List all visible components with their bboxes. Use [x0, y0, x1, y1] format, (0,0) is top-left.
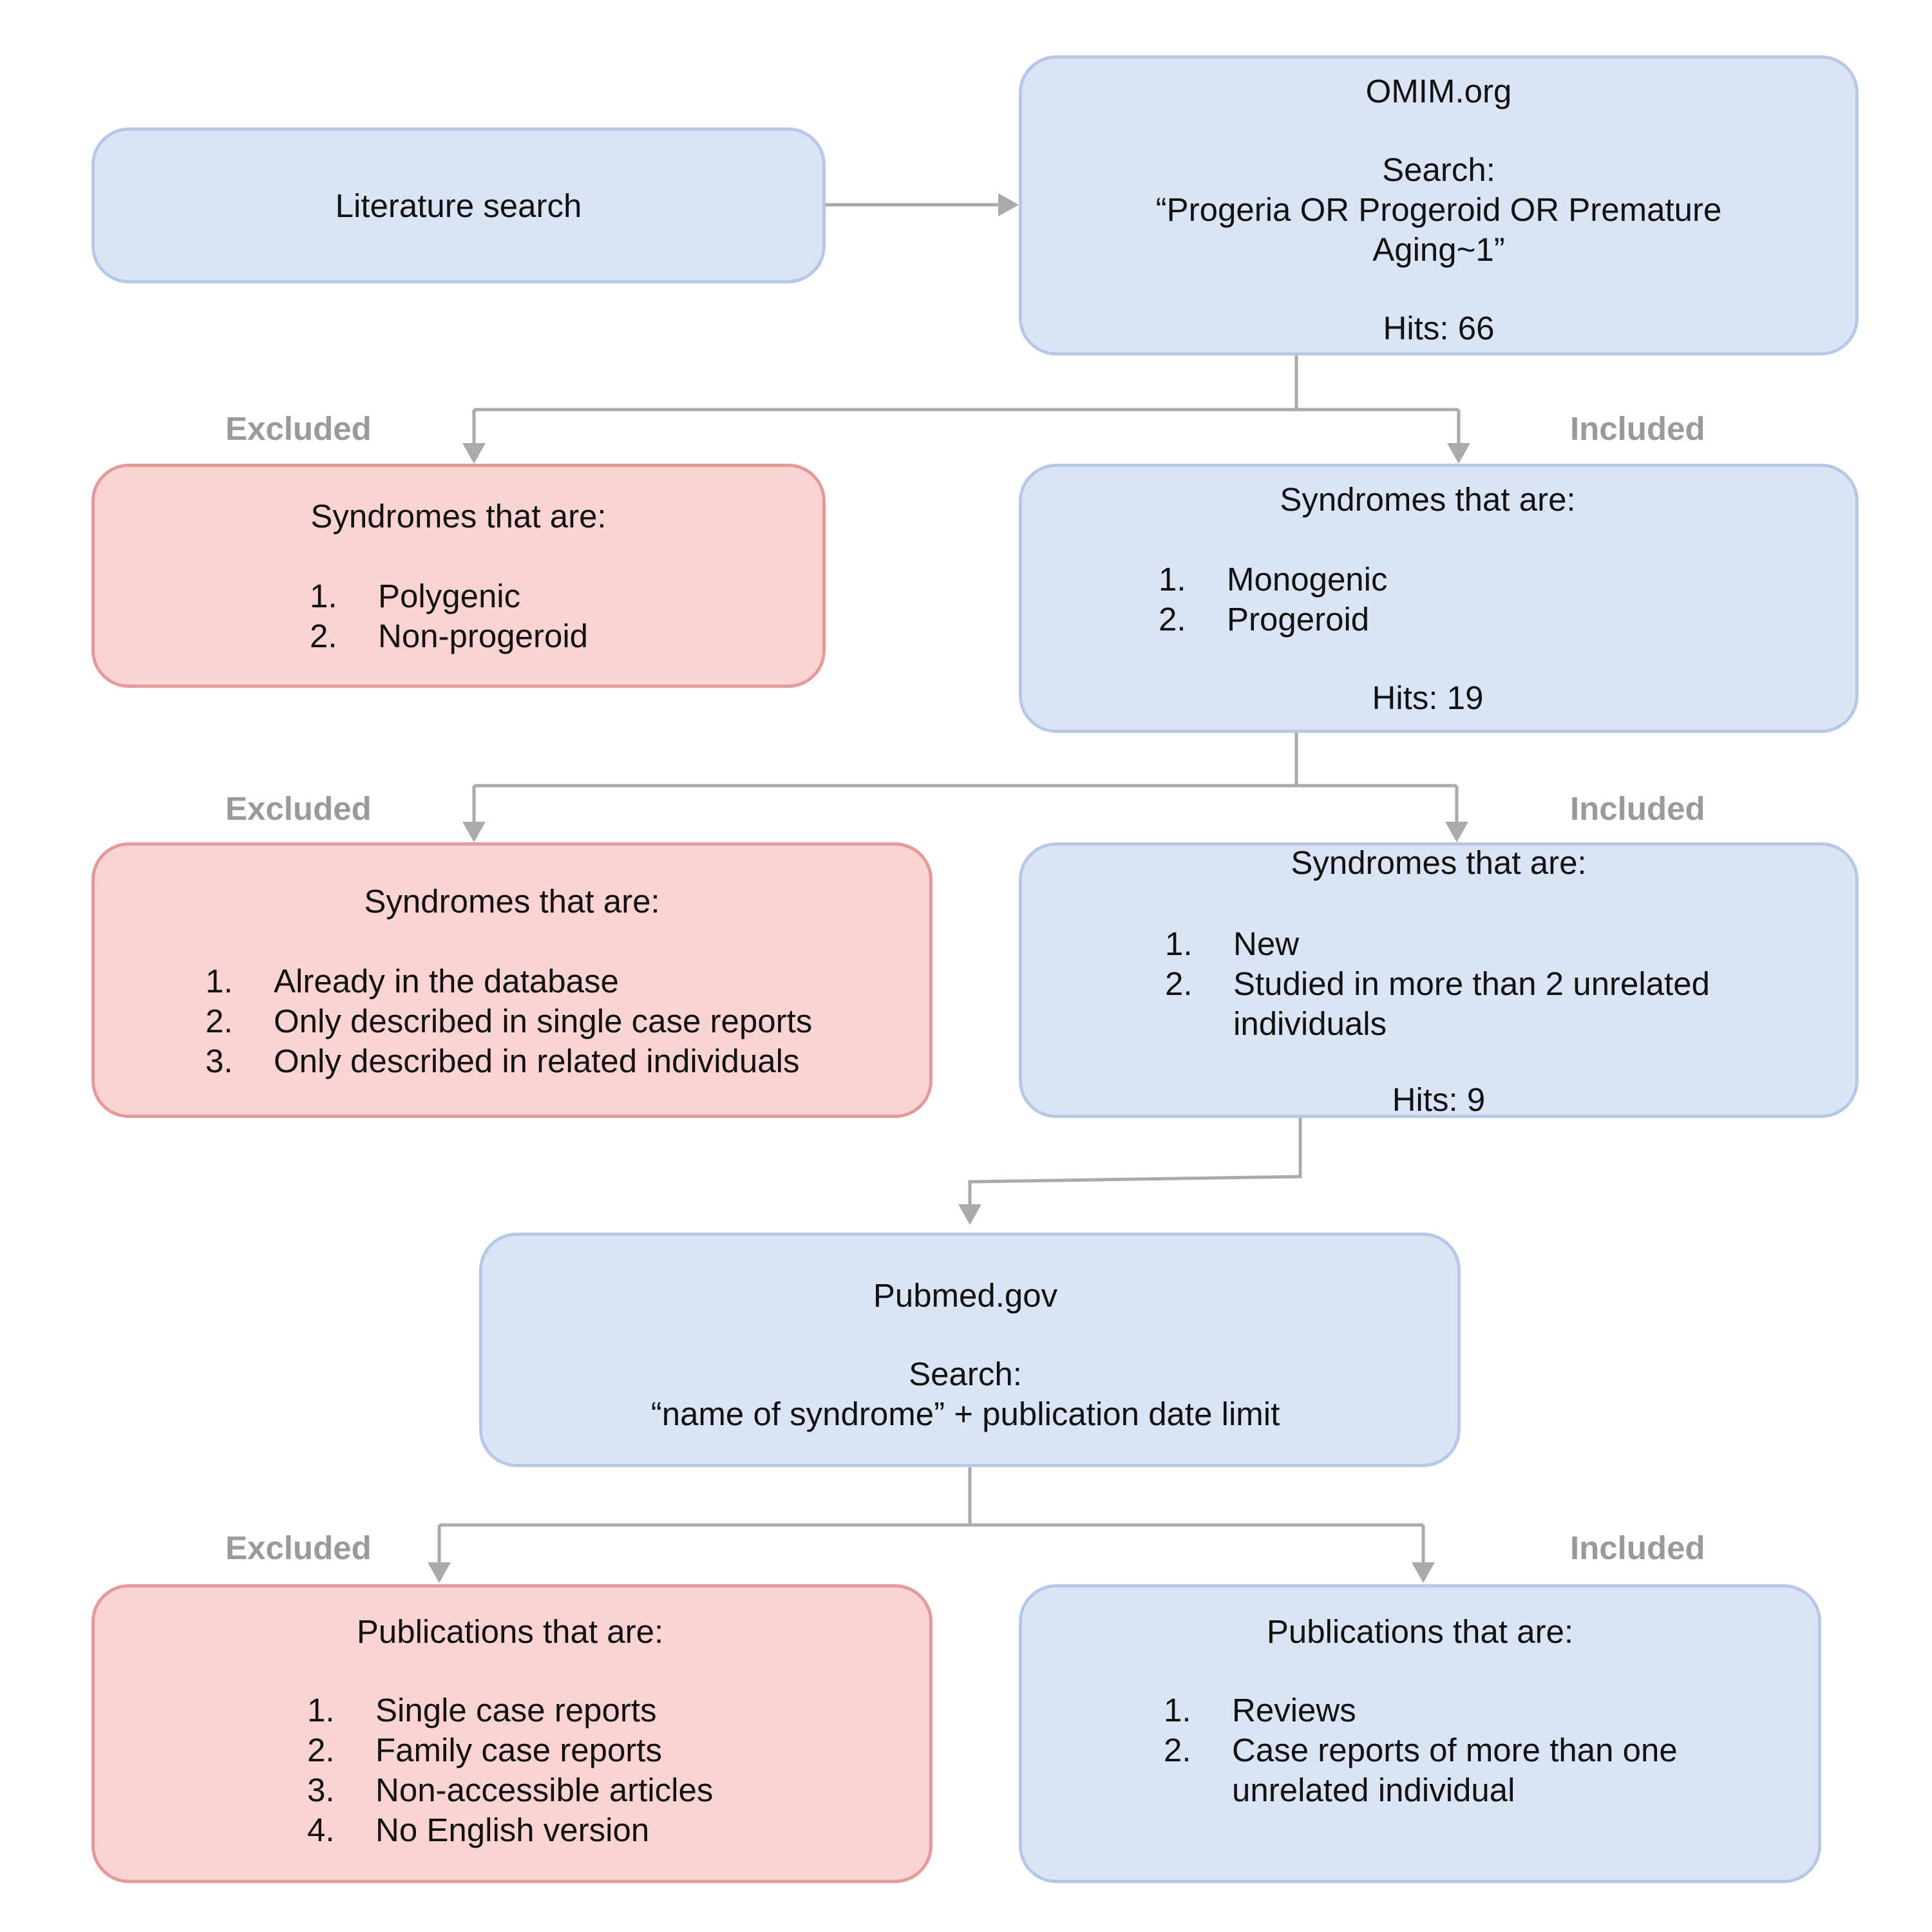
list-item: 2. Studied in more than 2 unrelated indi…: [1165, 964, 1848, 1044]
list-item: 2. Only described in single case reports: [205, 1001, 914, 1041]
list-item: 1. New: [1165, 924, 1848, 964]
list-item: 3. Only described in related individuals: [205, 1041, 914, 1081]
list-number: 1.: [1159, 561, 1186, 598]
arrowhead-excluded1: [462, 443, 486, 464]
list-item: 2. Non-progeroid: [310, 616, 761, 656]
list-number: 2.: [1164, 1732, 1191, 1768]
list-number: 2.: [205, 1003, 233, 1039]
list-number: 4.: [307, 1812, 335, 1848]
excluded-label-2: Excluded: [225, 790, 372, 827]
excluded-heading-1: Syndromes that are:: [310, 498, 607, 535]
excluded-heading-3: Publications that are:: [356, 1613, 664, 1650]
arrowhead-included3: [1412, 1562, 1435, 1583]
included-heading-3: Publications that are:: [1266, 1613, 1574, 1650]
list-item: 2. Progeroid: [1159, 600, 1738, 639]
included-box-3: Publications that are: 1. Reviews 2. Cas…: [1019, 1584, 1821, 1883]
list-text: Family case reports: [375, 1732, 662, 1768]
list-number: 1.: [307, 1692, 335, 1728]
list-text-continuation: individuals: [1233, 1005, 1387, 1042]
omim-query-line1: “Progeria OR Progeroid OR Premature: [1155, 191, 1722, 228]
list-number: 3.: [307, 1772, 335, 1808]
excluded-label-1: Excluded: [225, 410, 372, 447]
omim-title: OMIM.org: [1365, 73, 1512, 109]
list-number: 1.: [1164, 1692, 1191, 1728]
literature-search-label: Literature search: [335, 187, 582, 224]
literature-search-box: Literature search: [91, 128, 826, 283]
excluded-list-2: 1. Already in the database 2. Only descr…: [205, 961, 914, 1081]
list-item: 1. Already in the database: [205, 961, 914, 1001]
omim-query-line2: Aging~1”: [1372, 231, 1505, 268]
list-text: Reviews: [1232, 1692, 1356, 1728]
included-hits-1: Hits: 19: [1372, 679, 1484, 716]
list-number: 1.: [1165, 925, 1193, 962]
list-text: Already in the database: [274, 963, 619, 999]
included-label-3: Included: [1570, 1530, 1705, 1566]
arrowhead-omim: [998, 193, 1019, 216]
arrowhead-excluded3: [428, 1562, 451, 1583]
list-item: 1. Monogenic: [1159, 560, 1738, 600]
list-text: New: [1233, 925, 1300, 962]
included-label-1: Included: [1570, 410, 1705, 447]
omim-box: OMIM.org Search: “Progeria OR Progeroid …: [1019, 55, 1859, 355]
excluded-box-2: Syndromes that are: 1. Already in the da…: [91, 842, 933, 1118]
list-text: Progeroid: [1227, 601, 1370, 638]
pubmed-search-label: Search:: [909, 1356, 1022, 1392]
included-box-2: Syndromes that are: 1. New 2. Studied in…: [1019, 842, 1859, 1118]
included-hits-2: Hits: 9: [1392, 1081, 1486, 1118]
list-text: Only described in single case reports: [274, 1003, 813, 1039]
arrowhead-included1: [1447, 443, 1470, 464]
list-number: 1.: [205, 963, 233, 999]
list-number: 2.: [310, 618, 337, 654]
pubmed-title: Pubmed.gov: [873, 1277, 1058, 1314]
list-text: Single case reports: [375, 1692, 657, 1728]
included-box-1: Syndromes that are: 1. Monogenic 2. Prog…: [1019, 464, 1859, 733]
pubmed-query: “name of syndrome” + publication date li…: [650, 1396, 1280, 1432]
excluded-list-1: 1. Polygenic 2. Non-progeroid: [310, 576, 761, 656]
list-number: 2.: [307, 1732, 335, 1768]
included-heading-1: Syndromes that are:: [1280, 481, 1576, 518]
list-item: 2. Family case reports: [307, 1730, 887, 1770]
list-text: Polygenic: [378, 578, 521, 614]
list-item: 1. Single case reports: [307, 1690, 887, 1730]
excluded-box-1: Syndromes that are: 1. Polygenic 2. Non-…: [91, 464, 826, 688]
list-text: Case reports of more than one: [1232, 1732, 1678, 1768]
excluded-label-3: Excluded: [225, 1530, 372, 1566]
list-text: Only described in related individuals: [274, 1043, 800, 1079]
arrowhead-included2: [1445, 822, 1468, 842]
arrowhead-excluded2: [462, 822, 486, 842]
included-heading-2: Syndromes that are:: [1291, 844, 1587, 881]
arrow-level2-to-pubmed: [968, 1118, 1302, 1206]
omim-hits: Hits: 66: [1383, 310, 1495, 346]
list-number: 2.: [1165, 965, 1193, 1002]
list-item: 1. Polygenic: [310, 576, 761, 616]
included-list-3: 1. Reviews 2. Case reports of more than …: [1164, 1690, 1782, 1810]
list-text: Monogenic: [1227, 561, 1388, 598]
arrowhead-pubmed: [958, 1204, 981, 1225]
list-item: 1. Reviews: [1164, 1690, 1782, 1730]
list-item: 4. No English version: [307, 1810, 887, 1850]
omim-search-label: Search:: [1382, 151, 1495, 188]
list-text: Non-progeroid: [378, 618, 589, 654]
excluded-box-3: Publications that are: 1. Single case re…: [91, 1584, 933, 1883]
included-list-2: 1. New 2. Studied in more than 2 unrelat…: [1165, 924, 1848, 1044]
list-text: Non-accessible articles: [375, 1772, 714, 1808]
excluded-list-3: 1. Single case reports 2. Family case re…: [307, 1690, 887, 1850]
list-number: 1.: [310, 578, 337, 614]
list-text-continuation: unrelated individual: [1232, 1772, 1515, 1808]
included-label-2: Included: [1570, 790, 1705, 827]
list-item: 3. Non-accessible articles: [307, 1770, 887, 1810]
list-number: 3.: [205, 1043, 233, 1079]
excluded-heading-2: Syndromes that are:: [364, 883, 660, 920]
list-text: No English version: [375, 1812, 650, 1848]
pubmed-box: Pubmed.gov Search: “name of syndrome” + …: [479, 1233, 1461, 1467]
included-list-1: 1. Monogenic 2. Progeroid: [1159, 560, 1738, 639]
list-number: 2.: [1159, 601, 1186, 638]
list-text: Studied in more than 2 unrelated: [1233, 965, 1710, 1002]
list-item: 2. Case reports of more than one unrelat…: [1164, 1730, 1782, 1810]
